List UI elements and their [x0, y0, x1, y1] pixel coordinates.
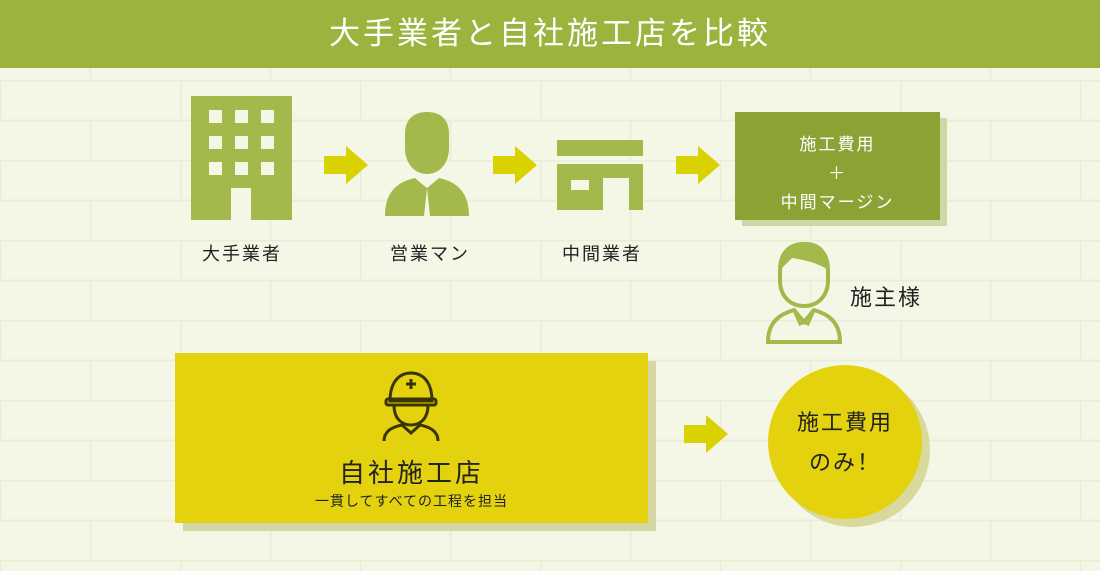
middleman-icon: [557, 140, 643, 210]
cost-box-line-3: 中間マージン: [780, 193, 895, 213]
cost-box-line-2: ＋: [828, 164, 847, 184]
cost-box-line-1: 施工費用: [799, 135, 876, 155]
cost-box: 施工費用 ＋ 中間マージン: [735, 112, 940, 220]
own-builder-subtitle: 一貫してすべての工程を担当: [314, 494, 509, 510]
worker-helmet-icon: [382, 371, 440, 441]
result-line-1: 施工費用: [796, 411, 893, 436]
result-circle: 施工費用 のみ！: [768, 365, 922, 519]
arrow-right-icon: [493, 146, 537, 184]
salesman-icon: [385, 112, 469, 216]
step-label-salesman: 営業マン: [390, 244, 470, 265]
customer-icon: [766, 241, 842, 344]
customer-label: 施主様: [850, 286, 923, 311]
arrow-right-icon: [676, 146, 720, 184]
arrow-right-icon: [684, 415, 728, 453]
arrow-right-icon: [324, 146, 368, 184]
own-builder-title: 自社施工店: [338, 459, 484, 489]
building-icon: [191, 96, 292, 220]
result-line-2: のみ！: [808, 451, 881, 476]
page-title: 大手業者と自社施工店を比較: [329, 16, 771, 52]
own-builder-box: 自社施工店 一貫してすべての工程を担当: [175, 353, 648, 523]
header-banner: [0, 0, 1100, 68]
step-label-middleman: 中間業者: [562, 244, 642, 265]
step-label-major-company: 大手業者: [202, 244, 282, 265]
